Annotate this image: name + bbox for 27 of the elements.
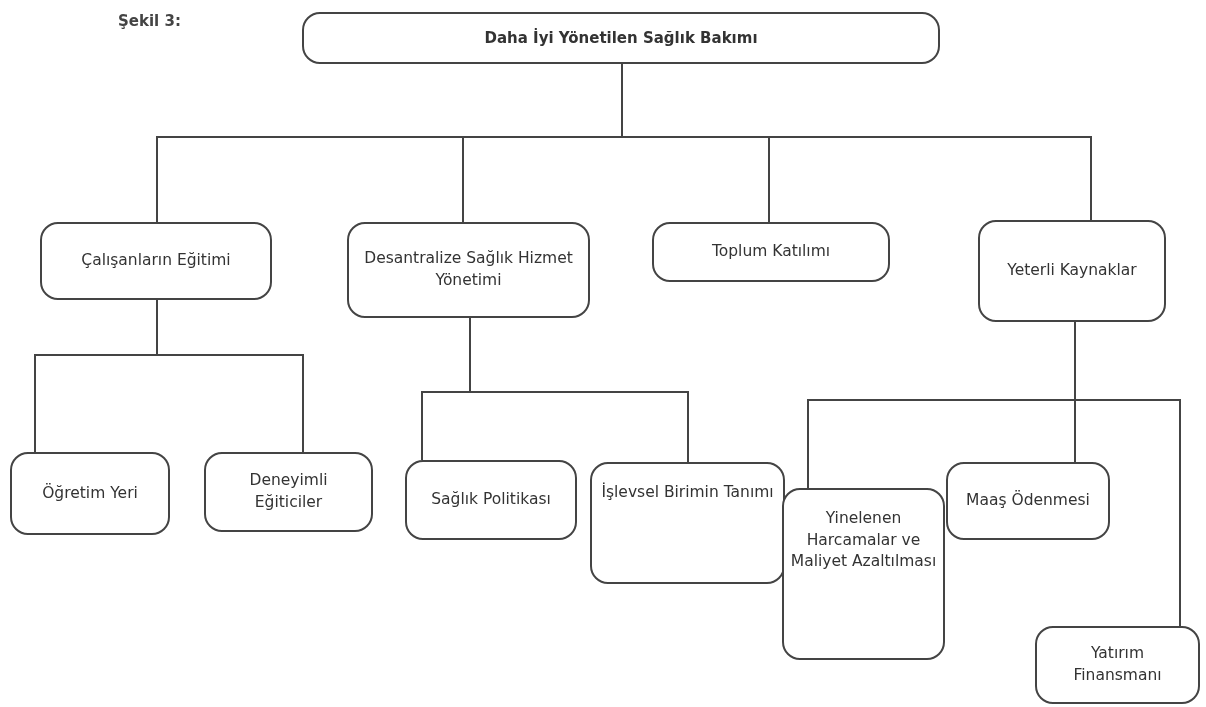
box-label: Yatırım Finansmanı [1072, 643, 1163, 686]
rounded-box [590, 462, 785, 584]
box-label: Desantralize Sağlık Hizmet Yönetimi [363, 248, 574, 291]
rounded-box [782, 488, 945, 660]
box-label: İşlevsel Birimin Tanımı [601, 482, 774, 503]
connector-line [469, 317, 689, 463]
rounded-box [652, 222, 890, 282]
rounded-box [302, 12, 940, 64]
box-label: Sağlık Politikası [431, 489, 551, 511]
rounded-box [10, 452, 170, 535]
box-label: Yeterli Kaynaklar [1007, 260, 1137, 282]
rounded-box [946, 462, 1110, 540]
box-label: Yinelenen Harcamalar ve Maliyet Azaltılması [790, 508, 937, 573]
rounded-box [1035, 626, 1200, 704]
rounded-box [347, 222, 590, 318]
rounded-box [978, 220, 1166, 322]
box-label: Deneyimli Eğiticiler [248, 470, 329, 513]
box-label: Öğretim Yeri [42, 482, 138, 504]
connector-line [156, 299, 304, 453]
figure-title: Şekil 3: [118, 12, 181, 30]
rounded-box [204, 452, 373, 532]
box-label: Toplum Katılımı [711, 241, 831, 263]
box-label: Maaş Ödenmesi [966, 490, 1090, 512]
box-label: Daha İyi Yönetilen Sağlık Bakımı [484, 27, 758, 49]
rounded-box [405, 460, 577, 540]
rounded-box [40, 222, 272, 300]
box-label: Çalışanların Eğitimi [81, 250, 231, 272]
